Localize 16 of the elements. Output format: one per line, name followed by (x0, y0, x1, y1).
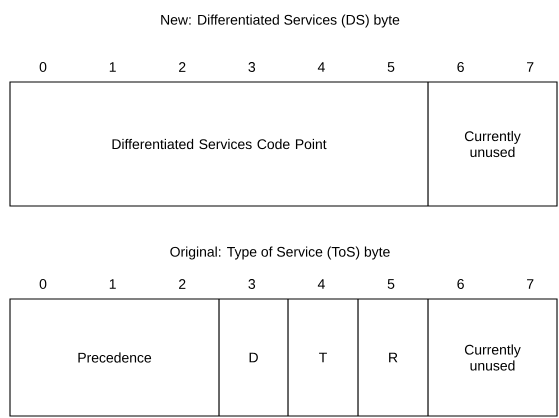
bit-number: 6 (457, 62, 464, 72)
heading: Original: Type of Service (ToS) byte (170, 246, 390, 260)
field-cell: Precedence (9, 298, 220, 417)
bit-number: 4 (318, 279, 325, 289)
bit-number: 3 (248, 279, 256, 289)
field-cell: Differentiated Services Code Point (9, 81, 429, 207)
field-cell: Currently unused (427, 81, 558, 207)
bit-number: 2 (179, 279, 186, 289)
bit-number: 5 (388, 62, 394, 72)
bit-number: 5 (388, 279, 394, 289)
field-cell: R (357, 298, 429, 417)
field-cell: D (218, 298, 289, 417)
field-cell: Currently unused (427, 298, 558, 417)
bit-number: 6 (457, 279, 464, 289)
heading: New: Differentiated Services (DS) byte (161, 14, 400, 28)
field-cell: T (287, 298, 359, 417)
